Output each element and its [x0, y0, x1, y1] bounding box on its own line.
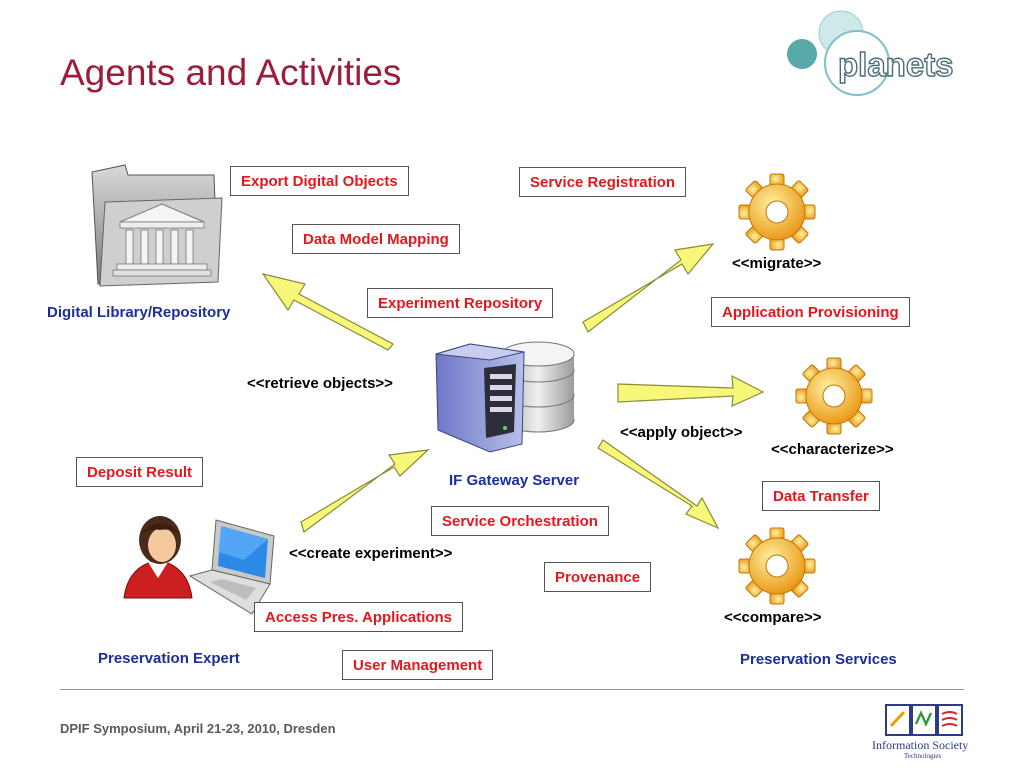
arrow-to-migrate: [582, 243, 715, 333]
arrow-to-gateway: [300, 449, 430, 533]
planets-logo-text: planets: [838, 46, 954, 83]
ist-logo-subtext: Technologies: [904, 752, 942, 760]
label-retrieve-objects: <<retrieve objects>>: [247, 375, 393, 392]
activity-user-management: User Management: [342, 650, 494, 680]
library-folder-icon: [91, 164, 223, 287]
label-migrate: <<migrate>>: [732, 255, 822, 272]
activity-service-registration: Service Registration: [519, 167, 687, 197]
page-title: Agents and Activities: [60, 52, 402, 93]
gear-migrate-icon: [738, 173, 816, 251]
activity-data-model-mapping: Data Model Mapping: [292, 224, 460, 254]
server-icon: [435, 341, 575, 453]
label-create-experiment: <<create experiment>>: [289, 545, 453, 562]
activity-service-orchestration: Service Orchestration: [431, 506, 609, 536]
activity-experiment-repository: Experiment Repository: [367, 288, 554, 318]
label-characterize: <<characterize>>: [771, 441, 894, 458]
ist-logo-icon: [885, 704, 963, 736]
activity-deposit-result: Deposit Result: [76, 457, 204, 487]
ist-logo-text: Information Society: [872, 738, 969, 752]
gear-compare-icon: [738, 527, 816, 605]
person-icon: [123, 516, 193, 599]
laptop-icon: [188, 519, 275, 615]
agent-preservation-services: Preservation Services: [740, 651, 897, 668]
gear-characterize-icon: [795, 357, 873, 435]
footer-divider: [60, 689, 964, 690]
agent-preservation-expert: Preservation Expert: [98, 650, 240, 667]
footer-text: DPIF Symposium, April 21-23, 2010, Dresd…: [60, 721, 336, 736]
activity-provenance: Provenance: [544, 562, 652, 592]
label-apply-object: <<apply object>>: [620, 424, 743, 441]
agent-digital-library: Digital Library/Repository: [47, 304, 231, 321]
activity-access-pres-applications: Access Pres. Applications: [254, 602, 464, 632]
arrow-to-compare: [597, 439, 720, 530]
activity-export-digital-objects: Export Digital Objects: [230, 166, 409, 196]
activity-application-provisioning: Application Provisioning: [711, 297, 910, 327]
activity-data-transfer: Data Transfer: [762, 481, 880, 511]
arrow-to-characterize: [617, 374, 765, 407]
agent-if-gateway-server: IF Gateway Server: [449, 472, 580, 489]
label-compare: <<compare>>: [724, 609, 822, 626]
